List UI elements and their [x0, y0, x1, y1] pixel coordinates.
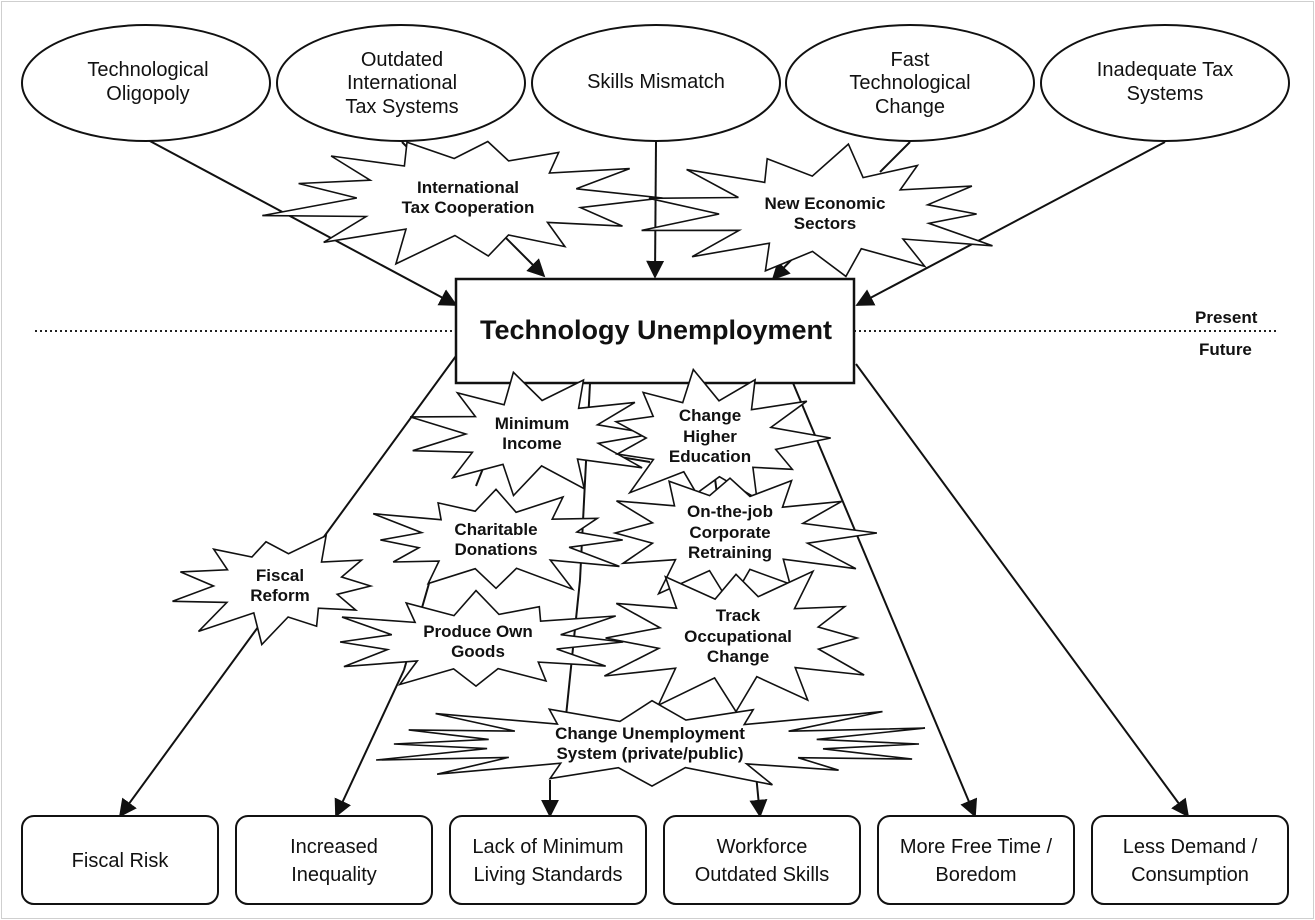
cause-ellipse-5 [1040, 24, 1290, 142]
arrow-inadequate-to-central [855, 141, 1166, 306]
burst-change-unemployment-system [376, 699, 926, 788]
connector-fast-change-to-sectors [879, 141, 911, 173]
outcome-box-3 [449, 815, 647, 905]
outcome-box-1 [21, 815, 219, 905]
cause-ellipse-4 [785, 24, 1035, 142]
central-box [454, 277, 856, 385]
intervention-charitable-donations: Charitable Donations [454, 519, 538, 559]
arrow-inequality [334, 669, 405, 818]
outcome-increased-inequality: Increased Inequality [290, 836, 378, 886]
cause-ellipse-3 [531, 24, 781, 142]
outcome-box-2 [235, 815, 433, 905]
intervention-minimum-income: Minimum Income [494, 413, 570, 453]
outcome-more-free-time-boredom: More Free Time / Boredom [899, 836, 1053, 886]
burst-produce-own-goods [339, 589, 624, 688]
burst-minimum-income [409, 370, 653, 498]
burst-change-higher-education [613, 367, 831, 501]
arrow-central-to-less-demand [855, 363, 1190, 818]
burst-charitable-donations [372, 488, 623, 591]
intervention-change-higher-education: Change Higher Education [668, 406, 752, 467]
cause-ellipse-1 [21, 24, 271, 142]
intervention-track-occupational-change: Track Occupational Change [684, 606, 792, 667]
arrow-oligopoly-to-central [147, 139, 458, 306]
cause-technological-oligopoly: Technological Oligopoly [87, 59, 209, 105]
outcome-workforce-outdated-skills: Workforce Outdated Skills [694, 836, 830, 886]
outcome-box-5 [877, 815, 1075, 905]
intervention-on-the-job-corporate-retraining: On-the-job Corporate Retraining [687, 502, 773, 563]
intervention-new-economic-sectors: New Economic Sectors [764, 193, 886, 233]
burst-international-tax-cooperation [262, 140, 663, 266]
future-marker: Future [1199, 340, 1252, 359]
outcome-fiscal-risk: Fiscal Risk [71, 850, 169, 872]
burst-fiscal-reform [172, 534, 374, 647]
outcome-less-demand-consumption: Less Demand / Consumption [1122, 836, 1258, 886]
cause-ellipse-2 [276, 24, 526, 142]
cause-inadequate-tax-systems: Inadequate Tax Systems [1096, 59, 1234, 105]
cause-fast-technological-change: Fast Technological Change [849, 48, 971, 118]
outcome-lack-of-minimum-living-standards: Lack of Minimum Living Standards [472, 836, 624, 886]
intervention-change-unemployment-system: Change Unemployment System (private/publ… [555, 723, 745, 763]
present-marker: Present [1195, 308, 1258, 327]
intervention-fiscal-reform: Fiscal Reform [250, 565, 310, 605]
cause-skills-mismatch: Skills Mismatch [587, 71, 725, 94]
arrow-central-to-free-time [792, 382, 978, 818]
outcome-box-6 [1091, 815, 1289, 905]
intervention-produce-own-goods: Produce Own Goods [423, 621, 533, 661]
cause-outdated-international-tax-systems: Outdated International Tax Systems [345, 48, 459, 118]
intervention-international-tax-cooperation: International Tax Cooperation [401, 177, 535, 217]
burst-track-occupational-change [604, 569, 865, 714]
outcome-box-4 [663, 815, 861, 905]
arrow-skills-to-central [646, 141, 665, 279]
central-box-label: Technology Unemployment [479, 315, 833, 346]
burst-new-economic-sectors [641, 142, 993, 278]
